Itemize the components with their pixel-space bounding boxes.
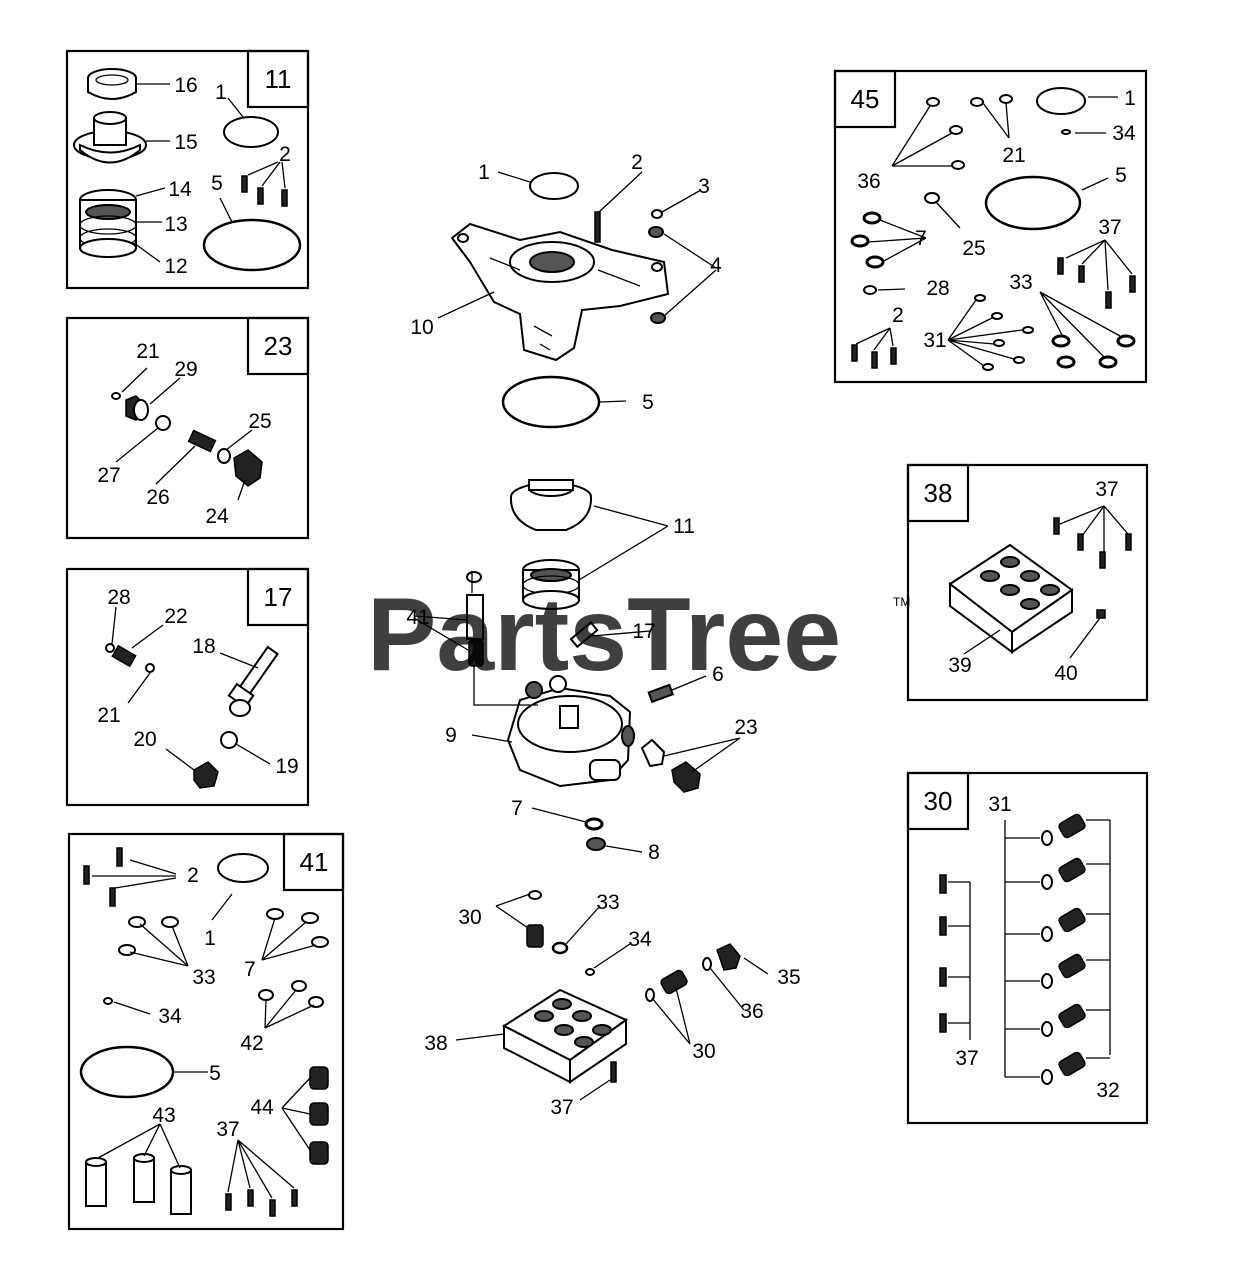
callout-36: 36: [740, 1000, 763, 1023]
kit-number: 41: [300, 847, 329, 877]
callout-35: 35: [777, 966, 800, 989]
kit-number: 23: [264, 331, 293, 361]
callout-2: 2: [279, 143, 291, 166]
watermark-text: PartsTree: [367, 577, 841, 693]
callout-33: 33: [192, 966, 215, 989]
callout-2: 2: [631, 151, 643, 174]
kit-17-panel[interactable]: 17 28 22 18 21 20 19: [65, 567, 310, 807]
kit-number: 11: [265, 64, 292, 94]
callout-14: 14: [168, 178, 192, 201]
callout-1: 1: [1124, 87, 1136, 110]
callout-12: 12: [164, 255, 187, 278]
kit-11-panel[interactable]: 11 16 15 1 2 5 14 13 12: [65, 49, 310, 290]
callout-25: 25: [962, 237, 985, 260]
callout-39: 39: [948, 654, 971, 677]
callout-21: 21: [1002, 144, 1025, 167]
callout-7: 7: [511, 797, 523, 820]
callout-25: 25: [248, 410, 271, 433]
callout-40: 40: [1054, 662, 1077, 685]
kit-41-panel[interactable]: 41 2 1 33 7 34 42 5 44 43 37: [67, 832, 345, 1231]
callout-44: 44: [250, 1096, 274, 1119]
kit-30-panel[interactable]: 30 31 37 32: [906, 771, 1149, 1125]
callout-28: 28: [107, 586, 130, 609]
kit-45-panel[interactable]: 45 1 34 21 36 5 7 25 37 28 33 2 31: [833, 69, 1148, 384]
callout-32: 32: [1096, 1079, 1119, 1102]
callout-6: 6: [712, 663, 724, 686]
callout-19: 19: [275, 755, 298, 778]
kit-number: 45: [851, 84, 880, 114]
callout-5: 5: [211, 172, 223, 195]
callout-1: 1: [215, 81, 227, 104]
callout-7: 7: [915, 227, 927, 250]
callout-17: 17: [632, 620, 655, 643]
callout-37: 37: [550, 1096, 573, 1119]
main-assembly[interactable]: 1 2 3 4 10 5 11 41 17 6 9 23 7 8 30 33 3…: [406, 151, 800, 1119]
kit-number: 38: [924, 478, 953, 508]
callout-7: 7: [244, 958, 256, 981]
callout-38: 38: [424, 1032, 447, 1055]
callout-22: 22: [164, 605, 187, 628]
callout-1: 1: [478, 161, 490, 184]
kit-number: 30: [924, 786, 953, 816]
callout-28: 28: [926, 277, 949, 300]
callout-34: 34: [1112, 122, 1136, 145]
callout-11: 11: [673, 515, 695, 538]
callout-15: 15: [174, 131, 197, 154]
callout-1: 1: [204, 927, 216, 950]
callout-2: 2: [187, 864, 199, 887]
callout-29: 29: [174, 358, 197, 381]
callout-31: 31: [988, 793, 1011, 816]
callout-37: 37: [1098, 216, 1121, 239]
callout-26: 26: [146, 486, 169, 509]
callout-13: 13: [164, 213, 187, 236]
callout-9: 9: [445, 724, 457, 747]
callout-3: 3: [698, 175, 710, 198]
callout-10: 10: [410, 316, 433, 339]
callout-18: 18: [192, 635, 215, 658]
callout-30: 30: [458, 906, 481, 929]
callout-24: 24: [205, 505, 229, 528]
callout-4: 4: [710, 254, 722, 277]
callout-20: 20: [133, 728, 156, 751]
callout-2: 2: [892, 304, 904, 327]
kit-23-panel[interactable]: 23 21 29 25 27 26 24: [65, 316, 310, 540]
callout-33: 33: [1009, 271, 1032, 294]
callout-41: 41: [406, 606, 429, 629]
callout-36: 36: [857, 170, 880, 193]
kit-number: 17: [264, 582, 293, 612]
callout-31: 31: [923, 329, 946, 352]
callout-23: 23: [734, 716, 757, 739]
callout-30: 30: [692, 1040, 715, 1063]
watermark-trademark: TM: [893, 595, 910, 609]
callout-8: 8: [648, 841, 660, 864]
callout-5: 5: [209, 1062, 221, 1085]
callout-5: 5: [1115, 164, 1127, 187]
callout-27: 27: [97, 464, 120, 487]
callout-42: 42: [240, 1032, 263, 1055]
callout-16: 16: [174, 74, 197, 97]
callout-37: 37: [1095, 478, 1118, 501]
callout-43: 43: [152, 1104, 175, 1127]
callout-21: 21: [97, 704, 120, 727]
callout-5: 5: [642, 391, 654, 414]
callout-37: 37: [216, 1118, 239, 1141]
callout-34: 34: [158, 1005, 182, 1028]
callout-34: 34: [628, 928, 652, 951]
kit-38-panel[interactable]: 38 37 39 40: [906, 463, 1149, 702]
callout-37: 37: [955, 1047, 978, 1070]
callout-21: 21: [136, 340, 159, 363]
callout-33: 33: [596, 891, 619, 914]
